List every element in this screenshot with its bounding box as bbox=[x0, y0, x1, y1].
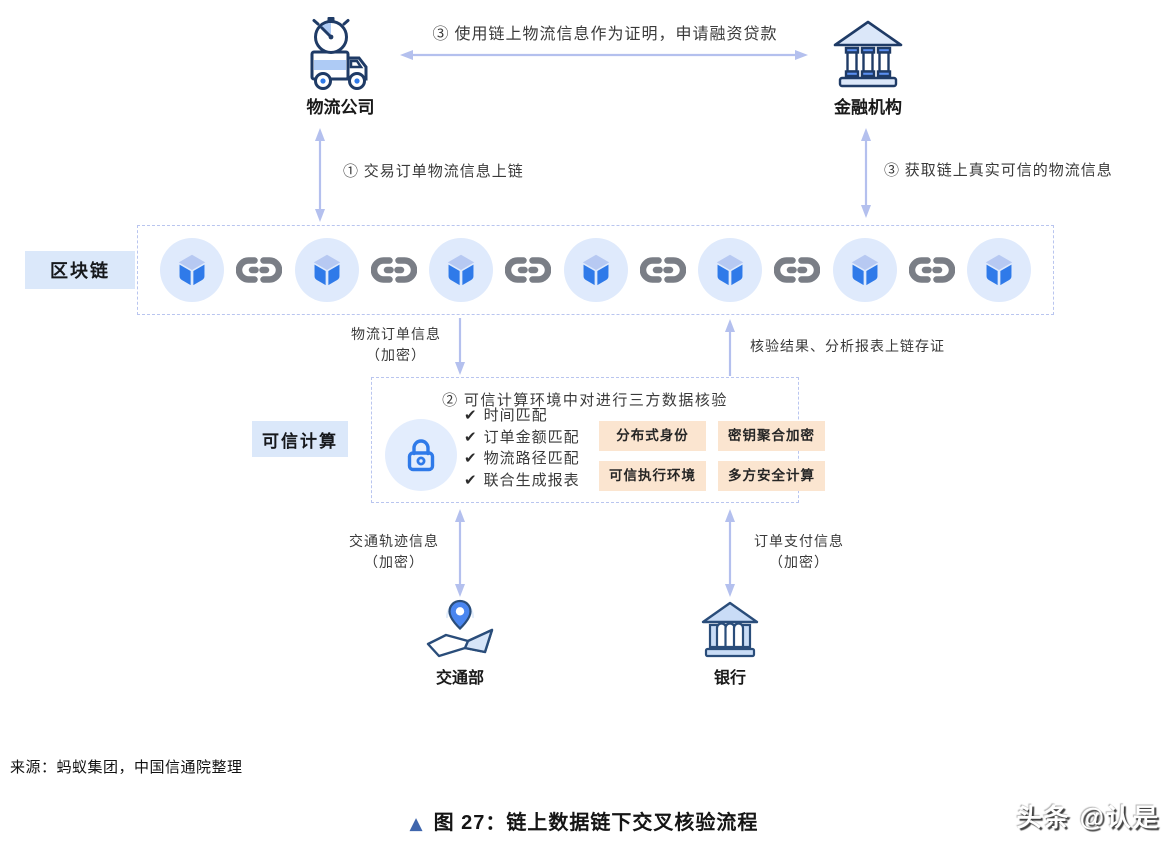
trusted-computing-band-label: 可信计算 bbox=[252, 421, 348, 457]
chain-link-icon bbox=[370, 255, 417, 285]
chain-link-icon bbox=[236, 255, 283, 285]
right-lower-double-arrow bbox=[722, 508, 738, 603]
cube-icon bbox=[447, 254, 475, 286]
blockchain-block bbox=[294, 238, 359, 302]
figure-caption: ▲ 图 27：链上数据链下交叉核验流程 bbox=[0, 806, 1168, 835]
blockchain-band bbox=[137, 225, 1054, 315]
caption-text: 图 27：链上数据链下交叉核验流程 bbox=[433, 812, 759, 834]
cube-icon bbox=[313, 254, 340, 286]
check-icon: ✔ bbox=[464, 427, 478, 446]
blockchain-block bbox=[967, 238, 1031, 302]
trusted-computing-box: ② 可信计算环境中对进行三方数据核验 ✔时间匹配 ✔订单金额匹配 ✔物流路径匹配… bbox=[371, 377, 825, 503]
verification-result-label: 核验结果、分析报表上链存证 bbox=[750, 340, 945, 355]
trusted-computing-title: ② 可信计算环境中对进行三方数据核验 bbox=[442, 393, 728, 409]
chain-link-icon bbox=[639, 255, 686, 285]
cube-icon bbox=[851, 254, 878, 286]
cube-icon bbox=[582, 254, 609, 286]
tag-distributed-identity: 分布式身份 bbox=[599, 421, 706, 451]
lock-icon bbox=[407, 439, 435, 472]
bank-icon bbox=[698, 600, 762, 662]
chain-link-icon bbox=[505, 255, 552, 285]
check-item: ✔物流路径匹配 bbox=[464, 449, 580, 467]
cube-icon bbox=[716, 254, 744, 286]
technology-tags: 分布式身份 密钥聚合加密 可信执行环境 多方安全计算 bbox=[599, 421, 825, 491]
check-icon: ✔ bbox=[464, 470, 478, 489]
transport-ministry-icon bbox=[423, 597, 497, 661]
down-arrow-logistics-order bbox=[453, 318, 467, 381]
blockchain-band-label: 区块链 bbox=[25, 251, 135, 289]
blockchain-chain-row bbox=[138, 226, 1053, 314]
up-arrow-verification-result bbox=[723, 318, 737, 381]
check-icon: ✔ bbox=[464, 449, 478, 467]
chain-link-icon bbox=[908, 255, 955, 285]
blockchain-block bbox=[160, 238, 224, 302]
bank-label: 银行 bbox=[713, 670, 746, 687]
cube-icon bbox=[985, 254, 1013, 286]
top-arrow-label: ③ 使用链上物流信息作为证明，申请融资贷款 bbox=[432, 26, 778, 43]
blockchain-block bbox=[563, 238, 628, 302]
source-line: 来源：蚂蚁集团，中国信通院整理 bbox=[10, 759, 243, 776]
right-upper-double-arrow bbox=[858, 127, 874, 224]
logistics-company-label: 物流公司 bbox=[306, 98, 375, 117]
financial-institution-label: 金融机构 bbox=[834, 98, 902, 117]
financial-institution-icon bbox=[829, 18, 907, 92]
logistics-truck-icon bbox=[297, 14, 383, 94]
order-payment-info-label: 订单支付信息 （加密） bbox=[754, 535, 844, 571]
check-item: ✔时间匹配 bbox=[464, 406, 548, 424]
check-item: ✔联合生成报表 bbox=[464, 470, 580, 489]
tag-key-aggregation: 密钥聚合加密 bbox=[718, 421, 825, 451]
cube-icon bbox=[178, 254, 206, 286]
chain-link-icon bbox=[774, 255, 821, 285]
lock-circle bbox=[385, 419, 457, 491]
caption-triangle-icon: ▲ bbox=[409, 814, 424, 834]
blockchain-block bbox=[429, 238, 493, 302]
check-list: ✔时间匹配 ✔订单金额匹配 ✔物流路径匹配 ✔联合生成报表 bbox=[464, 405, 580, 491]
tag-tee: 可信执行环境 bbox=[599, 461, 706, 491]
logistics-order-info-label: 物流订单信息 （加密） bbox=[351, 328, 441, 364]
tag-mpc: 多方安全计算 bbox=[718, 461, 825, 491]
traffic-track-info-label: 交通轨迹信息 （加密） bbox=[349, 535, 439, 571]
blockchain-block bbox=[698, 238, 762, 302]
blockchain-block bbox=[832, 238, 897, 302]
watermark: 头条 @认是 bbox=[1016, 804, 1160, 832]
transport-ministry-label: 交通部 bbox=[435, 670, 484, 687]
left-lower-double-arrow bbox=[452, 508, 468, 603]
left-upper-double-arrow bbox=[312, 127, 328, 228]
left-upper-arrow-label: ① 交易订单物流信息上链 bbox=[343, 164, 524, 180]
check-icon: ✔ bbox=[464, 406, 478, 424]
check-item: ✔订单金额匹配 bbox=[464, 427, 580, 446]
top-double-arrow bbox=[398, 48, 810, 67]
right-upper-arrow-label: ③ 获取链上真实可信的物流信息 bbox=[884, 163, 1113, 179]
